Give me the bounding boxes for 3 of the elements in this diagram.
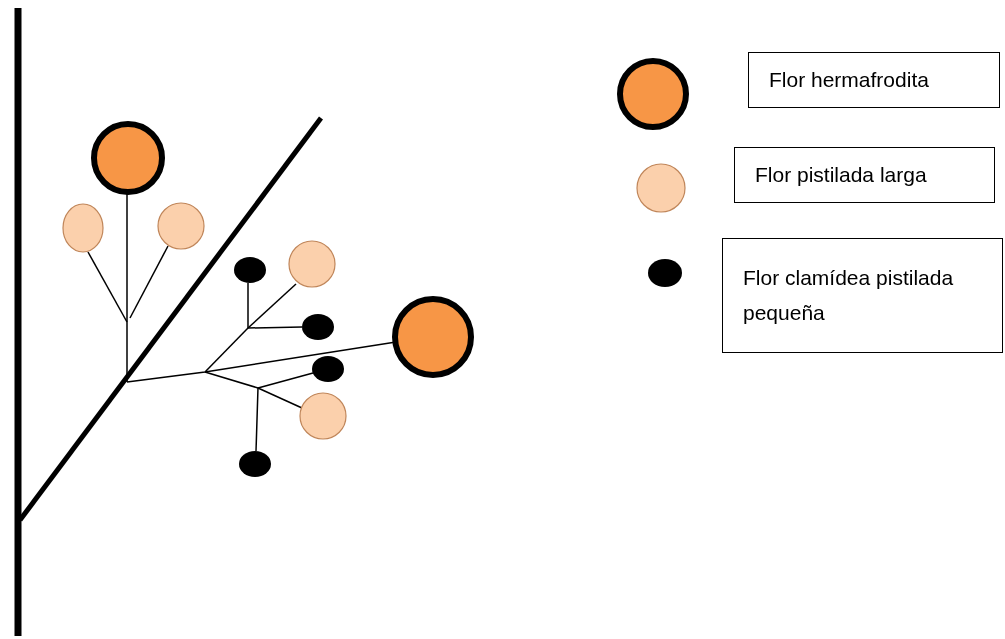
legend-label: Flor hermafrodita	[748, 52, 1000, 108]
legend-label: Flor clamídea pistilada pequeña	[722, 238, 1003, 353]
legend-label: Flor pistilada larga	[734, 147, 995, 203]
